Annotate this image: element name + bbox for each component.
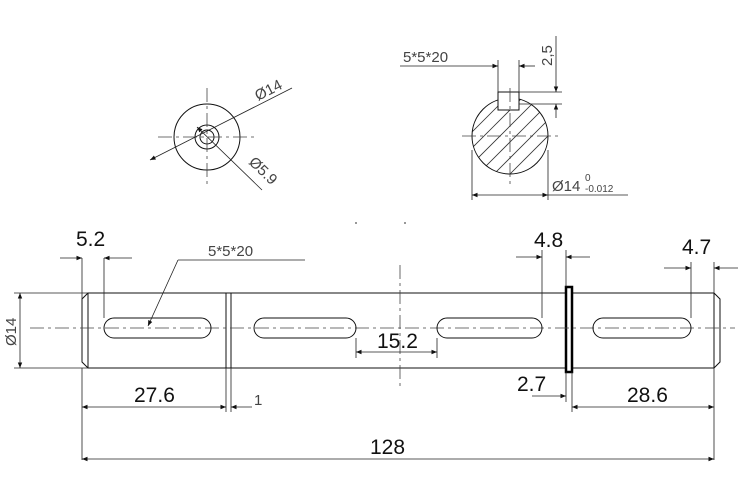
key-leader	[147, 259, 179, 327]
keyway-slot-1	[103, 317, 212, 339]
dim-right-length: 28.6	[627, 384, 668, 407]
front-id-label: Ø5.9	[245, 154, 280, 189]
section-tol-upper: 0	[585, 173, 591, 184]
dim-step: 1	[254, 392, 262, 409]
front-view: Ø14 Ø5.9	[149, 77, 293, 191]
retaining-groove	[564, 285, 574, 374]
section-tol-lower: -0.012	[585, 184, 614, 195]
dim-slot-left-offset: 5.2	[76, 228, 105, 251]
dim-total-length: 128	[370, 436, 405, 459]
keyway-rect	[497, 91, 520, 111]
keyway-slot-2	[253, 317, 357, 339]
section-dia-label: Ø14	[552, 178, 580, 195]
section-key-label: 5*5*20	[403, 49, 448, 66]
dim-slot-right-offset-b: 4.7	[682, 236, 711, 259]
dim-slot-spacing: 15.2	[377, 330, 418, 353]
section-depth-label: 2,5	[539, 45, 556, 66]
dim-groove: 2.7	[517, 373, 546, 396]
front-od-leader	[149, 87, 293, 161]
dim-slot-right-offset-a: 4.8	[534, 229, 563, 252]
front-od-label: Ø14	[252, 77, 285, 105]
shaft-view: Ø14 5*5*20 5.2 4.8 4.7 15.2 27.6	[3, 228, 738, 462]
section-view: 5*5*20 2,5 Ø14 0 -0.012	[400, 36, 628, 200]
keyway-slot-3	[436, 317, 543, 339]
front-id-leader	[196, 126, 263, 191]
keyway-slot-4	[592, 317, 692, 339]
shaft-key-label: 5*5*20	[208, 243, 253, 260]
shaft-dia-label: Ø14	[3, 318, 20, 346]
dim-left-length: 27.6	[134, 384, 175, 407]
